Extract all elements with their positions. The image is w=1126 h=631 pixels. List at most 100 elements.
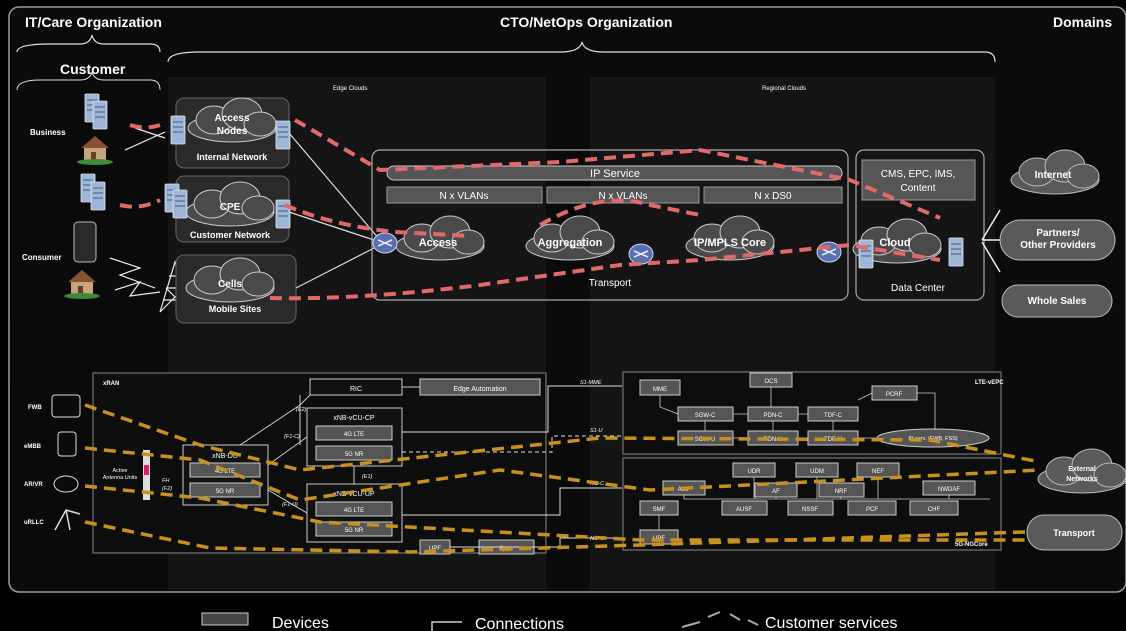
business-connections: [124, 127, 166, 151]
external-networks-label-2: Networks: [1066, 476, 1098, 483]
f1u-label: (F1-U): [282, 502, 298, 508]
access-nodes-label-2: Nodes: [217, 126, 248, 137]
router-icon-2: [628, 243, 654, 265]
data-center-label: Data Center: [891, 283, 946, 294]
chf-label: CHF: [928, 507, 941, 513]
content-label-2: Content: [900, 183, 935, 194]
cuup-label: xNB-vCU-UP: [333, 491, 375, 498]
ngcore-title: 5G-NGCore: [955, 542, 988, 548]
customer-brace: [16, 71, 161, 91]
access-server-icon-right: [275, 120, 291, 150]
customer-network-label: Customer Network: [190, 230, 271, 240]
content-label-1: CMS, EPC, IMS,: [881, 169, 955, 180]
cto-header: CTO/NetOps Organization: [500, 14, 672, 30]
transport-block: [371, 149, 849, 301]
udm-label: UDM: [810, 469, 824, 475]
ric-label: RIC: [350, 386, 362, 393]
ds0-pipe: [703, 186, 843, 204]
consumer-label: Consumer: [22, 253, 62, 262]
ngu-link: [450, 537, 622, 548]
dc-server-icon: [858, 239, 874, 269]
du-label: xNB-DU: [212, 453, 238, 460]
aggregation-cloud-label: Aggregation: [538, 237, 603, 249]
du-nr-box: [189, 482, 261, 498]
smartphone-icon: [73, 221, 97, 263]
partners-label-2: Other Providers: [1020, 240, 1096, 251]
site-to-access-links: [288, 132, 381, 289]
cuup-nr-label: 5G NR: [345, 528, 364, 534]
it-care-brace: [16, 34, 161, 53]
xran-links: [239, 394, 355, 514]
chf-box: [909, 500, 959, 516]
cell-tower-icon: [159, 259, 191, 313]
transport-domain-pill: [1026, 514, 1123, 551]
nrf-box: [818, 482, 865, 498]
ip-service-label: IP Service: [590, 168, 640, 180]
whole-sales-label: Whole Sales: [1028, 296, 1087, 307]
wireless-link-2: [114, 280, 161, 297]
wireless-link-1: [109, 257, 156, 289]
cucp-nr-label: 5G NR: [345, 452, 364, 458]
cucp-nr-box: [315, 445, 393, 461]
legend-devices-swatch: [201, 612, 249, 626]
ip-mpls-core-label: IP/MPLS Core: [694, 237, 766, 249]
tdfu-label: TDF-U: [824, 437, 842, 443]
cto-brace: [167, 41, 996, 63]
antenna-icon: [143, 450, 150, 500]
nssf-label: NSSF: [802, 507, 818, 513]
active-antenna-label-1: Active: [113, 468, 128, 474]
ds0-label: N x DS0: [754, 191, 792, 202]
smf-label: SMF: [653, 507, 666, 513]
gold-customer-service-lines: [84, 403, 1041, 554]
pcf-box: [847, 500, 897, 516]
nssf-box: [787, 500, 834, 516]
transport-label: Transport: [589, 278, 632, 289]
f1c-label: (F1-C): [284, 434, 300, 440]
af-label: AF: [772, 489, 780, 495]
external-networks-label-1: External: [1068, 466, 1096, 473]
transport-domain-label: Transport: [1053, 528, 1095, 538]
whole-sales-pill: [1001, 284, 1113, 318]
pcrf-label: PCRF: [886, 392, 903, 398]
vlans-1-pipe: [386, 186, 543, 204]
access-server-icon-left: [170, 115, 186, 145]
nwdaf-label: NWDAF: [938, 487, 960, 493]
customer-header: Customer: [60, 61, 126, 77]
mobile-sites-label: Mobile Sites: [209, 304, 262, 314]
cuup-lte-label: 4G LTE: [344, 508, 364, 514]
cpe-label: CPE: [220, 202, 241, 213]
vr-headset-icon: [53, 475, 79, 493]
fwb-label: FWB: [28, 405, 42, 411]
arvr-label: AR/VR: [24, 482, 43, 488]
du-nr-label: 5G NR: [216, 489, 235, 495]
partners-label-1: Partners/: [1036, 228, 1080, 239]
du-lte-label: 4G LTE: [215, 469, 235, 475]
s1mme-link: [402, 385, 622, 433]
sgwc-label: SGW-C: [695, 413, 716, 419]
cucp-lte-box: [315, 425, 393, 441]
internal-network-label: Internal Network: [197, 152, 269, 162]
cuup-lte-box: [315, 501, 393, 517]
partners-pill: [999, 219, 1116, 261]
robot-arm-icon: [54, 509, 81, 531]
e1-label: (E1): [362, 474, 373, 480]
business-label: Business: [30, 128, 66, 137]
domain-arrows: [981, 209, 1001, 273]
f2-label: (F2): [162, 486, 172, 492]
content-box: [861, 159, 976, 201]
tablet-icon: [57, 431, 77, 457]
ngcore-bus: [658, 477, 990, 530]
udr-label: UDR: [748, 469, 762, 475]
ip-service-pipe: [386, 165, 843, 181]
e2-label: (E2): [296, 407, 307, 413]
access-cloud-label: Access: [419, 237, 458, 249]
xran-title: xRAN: [103, 381, 119, 387]
ngc-link: [402, 487, 622, 516]
legend-devices-label: Devices: [272, 615, 329, 631]
edge-clouds-label: Edge Clouds: [333, 86, 367, 92]
nrf-label: NRF: [835, 489, 848, 495]
embb-label: eMBB: [24, 444, 42, 450]
data-center-block: [855, 149, 985, 301]
pdnc-label: PDN-C: [764, 413, 784, 419]
fh-label: FH: [162, 478, 169, 484]
